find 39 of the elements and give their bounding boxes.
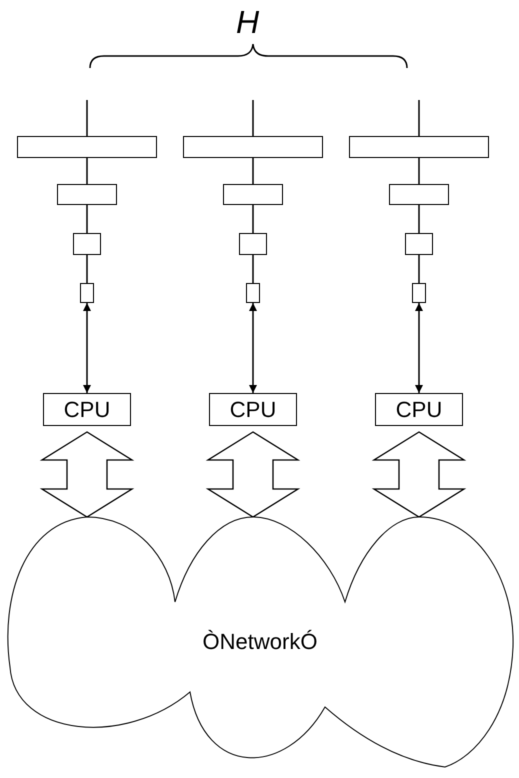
connector-line xyxy=(252,255,254,283)
hierarchy-box xyxy=(73,233,101,255)
cpu-label: CPU xyxy=(396,396,442,422)
double-arrow xyxy=(249,303,257,393)
cpu-label: CPU xyxy=(64,396,110,422)
connector-line xyxy=(252,205,254,233)
hierarchy-box xyxy=(80,283,94,303)
connector-line xyxy=(86,205,88,233)
connector-line xyxy=(418,205,420,233)
hierarchy-box xyxy=(239,233,267,255)
double-block-arrow xyxy=(372,431,466,518)
cpu-label: CPU xyxy=(230,396,276,422)
double-arrow xyxy=(83,303,91,393)
hierarchy-label: H xyxy=(236,4,260,41)
hierarchy-box xyxy=(412,283,426,303)
hierarchy-box xyxy=(349,136,489,158)
network-label: ÒNetworkÓ xyxy=(202,629,318,655)
hierarchy-box xyxy=(223,184,283,205)
cpu-box xyxy=(43,393,131,426)
connector-line xyxy=(252,158,254,184)
double-block-arrow xyxy=(206,431,300,518)
double-block-arrow xyxy=(40,431,134,518)
connector-line xyxy=(418,158,420,184)
hierarchy-box xyxy=(57,184,117,205)
double-arrow xyxy=(415,303,423,393)
connector-line xyxy=(86,100,88,136)
connector-line xyxy=(418,100,420,136)
hierarchy-box xyxy=(183,136,323,158)
connector-line xyxy=(86,158,88,184)
hierarchy-box xyxy=(389,184,449,205)
cpu-box xyxy=(209,393,297,426)
hierarchy-box xyxy=(246,283,260,303)
connector-line xyxy=(252,100,254,136)
connector-line xyxy=(86,255,88,283)
connector-line xyxy=(418,255,420,283)
cpu-box xyxy=(375,393,463,426)
hierarchy-box xyxy=(17,136,157,158)
network-cloud xyxy=(5,517,515,767)
hierarchy-box xyxy=(405,233,433,255)
